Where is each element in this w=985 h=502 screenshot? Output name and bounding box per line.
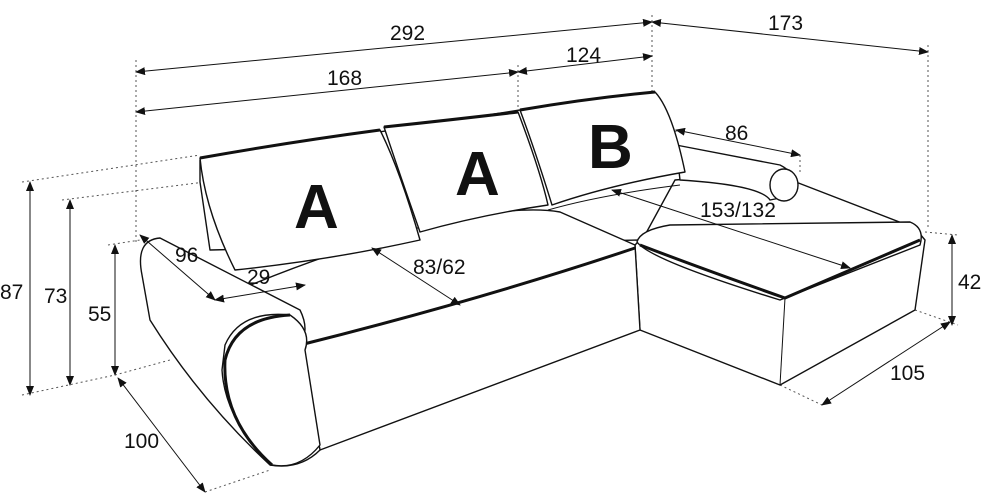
dim-back-height: 73 <box>44 285 67 308</box>
dim-armrest-depth: 96 <box>175 244 198 267</box>
dim-total-width: 292 <box>390 22 425 45</box>
cushion-label-a-1: A <box>294 173 339 242</box>
dim-sofa-depth: 100 <box>124 430 159 453</box>
cushion-label-b: B <box>588 113 633 182</box>
dim-armrest-height: 55 <box>88 303 111 326</box>
dim-total-height: 87 <box>0 281 23 304</box>
dimension-lines <box>26 18 956 493</box>
dim-armrest-length: 86 <box>725 122 748 145</box>
dim-chaise-depth: 173 <box>768 12 803 35</box>
cushion-label-a-2: A <box>455 140 500 209</box>
dim-chaise-width: 124 <box>566 44 601 67</box>
dim-seat-depth: 83/62 <box>413 256 466 279</box>
dim-chaise-width-front: 105 <box>890 362 925 385</box>
dim-main-width: 168 <box>327 67 362 90</box>
dim-armrest-width: 29 <box>247 266 270 289</box>
dim-seat-height: 42 <box>958 271 981 294</box>
dim-chaise-seat-depth: 153/132 <box>700 199 776 222</box>
